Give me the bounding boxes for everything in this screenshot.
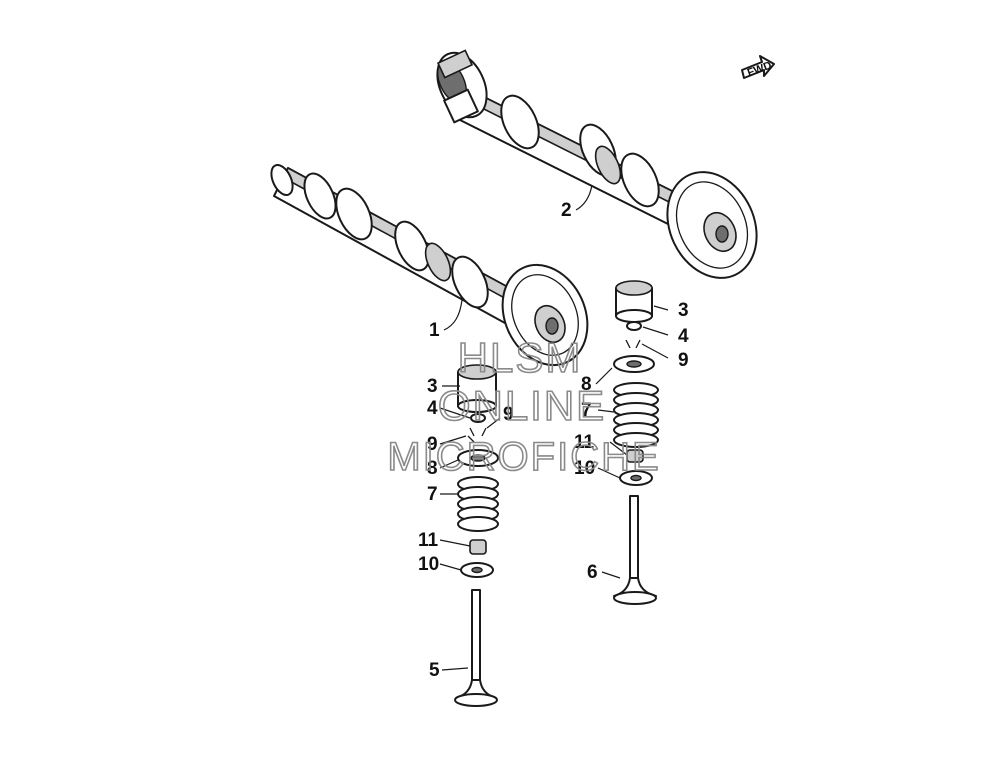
callout-9-left-b: 9: [427, 434, 438, 455]
callout-9-right: 9: [678, 350, 689, 371]
callout-11-left: 11: [418, 530, 439, 551]
callout-1: 1: [429, 320, 440, 341]
svg-text:HLSM: HLSM: [458, 334, 583, 381]
callout-8-right: 8: [581, 374, 592, 395]
svg-text:FWD: FWD: [746, 59, 774, 79]
callout-labels: 1 2 3 4 9 8 7 11 10 6 3 4 9 9 8 7 11 10 …: [418, 200, 689, 681]
exhaust-camshaft: [436, 49, 758, 279]
intake-camshaft: [270, 164, 589, 367]
shim-right: [626, 321, 642, 331]
left-valve-stack: [454, 364, 499, 707]
callout-7-right: 7: [581, 400, 592, 421]
callout-8-left: 8: [427, 458, 438, 479]
fwd-arrow-icon: FWD: [741, 55, 775, 79]
callout-9-left-a: 9: [503, 404, 514, 425]
seal-right: [626, 449, 644, 463]
cotter-left: [467, 427, 487, 443]
cotter-right: [625, 339, 641, 349]
callout-10-left: 10: [418, 554, 439, 575]
svg-text:MICROFICHE: MICROFICHE: [387, 435, 660, 479]
callout-4-right: 4: [678, 326, 689, 347]
valve-right: [613, 495, 657, 605]
callout-11-right: 11: [574, 432, 595, 453]
spring-left: [457, 476, 499, 532]
callout-3-left: 3: [427, 376, 438, 397]
callout-2: 2: [561, 200, 572, 221]
shim-left: [470, 413, 486, 423]
leader-lines: [439, 184, 669, 671]
svg-text:ONLINE: ONLINE: [438, 382, 606, 429]
callout-6: 6: [587, 562, 598, 583]
callout-10-right: 10: [574, 458, 595, 479]
callout-7-left: 7: [427, 484, 438, 505]
seal-left: [469, 539, 487, 555]
spring-right: [613, 382, 659, 448]
callout-4-left: 4: [427, 398, 438, 419]
watermark: HLSM ONLINE MICROFICHE: [387, 333, 660, 480]
valve-left: [454, 589, 498, 707]
callout-5: 5: [429, 660, 440, 681]
right-valve-stack: [613, 280, 659, 605]
callout-3-right: 3: [678, 300, 689, 321]
